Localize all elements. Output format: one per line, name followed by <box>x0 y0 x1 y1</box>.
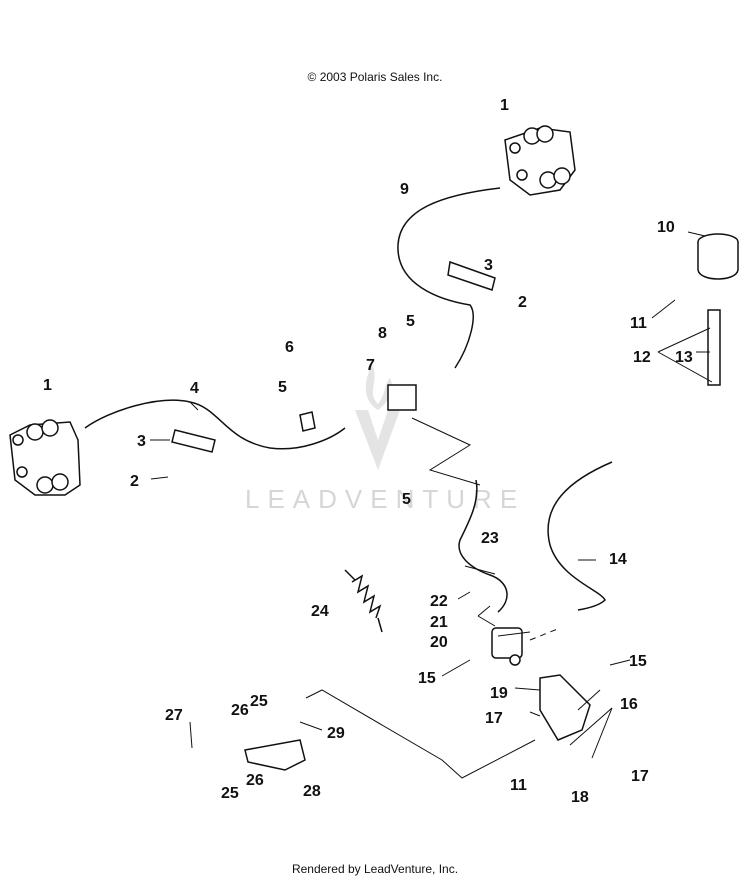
hose-bracket-3 <box>171 429 216 453</box>
footer-text: Rendered by LeadVenture, Inc. <box>291 862 459 876</box>
callout-16: 16 <box>620 696 638 713</box>
brake-lever <box>244 739 306 771</box>
link-rod <box>305 689 536 779</box>
reservoir-hose <box>707 309 721 386</box>
brake-pedal-plate <box>539 674 591 741</box>
callout-9: 9 <box>400 181 409 198</box>
callout-2: 2 <box>518 294 527 311</box>
callout-25: 25 <box>250 693 268 710</box>
hose-route-line <box>411 417 481 486</box>
callout-13: 13 <box>675 349 693 366</box>
callout-8: 8 <box>378 325 387 342</box>
callout-26: 26 <box>231 702 249 719</box>
callout-7: 7 <box>366 357 375 374</box>
callout-1: 1 <box>43 377 52 394</box>
brake-caliper-front <box>9 419 81 496</box>
callout-15: 15 <box>418 670 436 687</box>
callout-1: 1 <box>500 97 509 114</box>
callout-4: 4 <box>190 380 199 397</box>
hose-clamp <box>299 411 316 432</box>
callout-26: 26 <box>246 772 264 789</box>
callout-11: 11 <box>630 315 647 332</box>
callout-27: 27 <box>165 707 183 724</box>
callout-25: 25 <box>221 785 239 802</box>
callout-18: 18 <box>571 789 589 806</box>
callout-10: 10 <box>657 219 675 236</box>
callout-5: 5 <box>406 313 415 330</box>
brake-hose-4 <box>84 399 346 450</box>
callout-19: 19 <box>490 685 508 702</box>
callout-20: 20 <box>430 634 448 651</box>
callout-24: 24 <box>311 603 329 620</box>
brake-hose-23 <box>458 479 508 613</box>
callout-11: 11 <box>510 777 527 794</box>
callout-29: 29 <box>327 725 345 742</box>
callout-14: 14 <box>609 551 627 568</box>
callout-3: 3 <box>137 433 146 450</box>
callout-5: 5 <box>402 491 411 508</box>
callout-23: 23 <box>481 530 499 547</box>
callout-22: 22 <box>430 593 448 610</box>
hose-bracket-3-rear <box>447 260 496 291</box>
brake-return-spring <box>344 569 383 633</box>
brake-fluid-reservoir <box>697 233 739 280</box>
callout-28: 28 <box>303 783 321 800</box>
brake-hose-9 <box>397 187 501 369</box>
callout-2: 2 <box>130 473 139 490</box>
watermark-text: LEADVENTURE <box>245 484 525 514</box>
callout-6: 6 <box>285 339 294 356</box>
callout-5: 5 <box>278 379 287 396</box>
brake-tee-block <box>387 384 417 411</box>
callout-17: 17 <box>485 710 503 727</box>
callout-21: 21 <box>430 614 448 631</box>
copyright-text: © 2003 Polaris Sales Inc. <box>307 70 443 84</box>
callout-3: 3 <box>484 257 493 274</box>
brake-hose-14 <box>547 461 613 611</box>
brake-caliper-rear <box>504 125 576 196</box>
hose-connection-dashed <box>529 627 561 641</box>
callout-12: 12 <box>633 349 651 366</box>
callout-17: 17 <box>631 768 649 785</box>
callout-15: 15 <box>629 653 647 670</box>
leadventure-watermark: LEADVENTURE <box>245 365 525 514</box>
